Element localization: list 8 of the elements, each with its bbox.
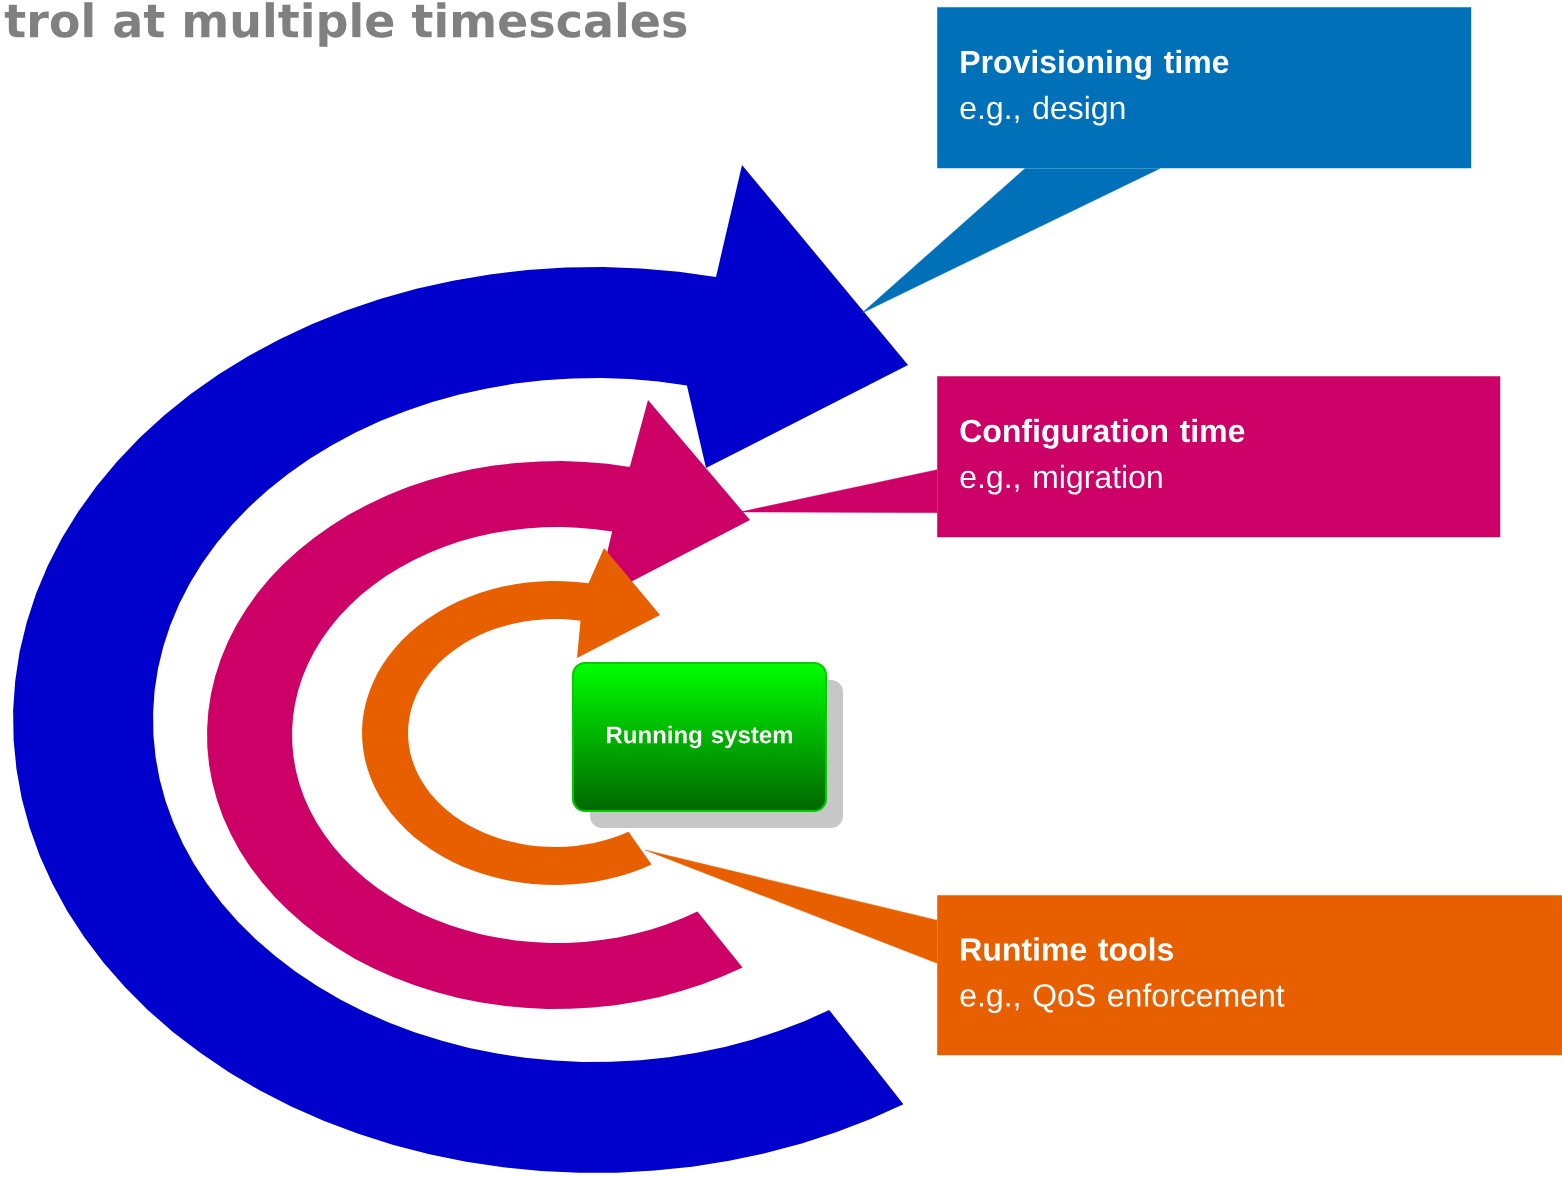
callout-box: Runtime tools e.g., QoS enforcement	[937, 895, 1562, 1056]
system-box: Running system	[572, 662, 843, 828]
leader-line	[644, 849, 938, 964]
callout-box: Provisioning time e.g., design	[937, 7, 1472, 169]
callout-box: Configuration time e.g., migration	[937, 376, 1501, 538]
curved-arrow	[13, 165, 908, 1173]
heading: trol at multiple timescales	[4, 2, 687, 47]
leader-line	[861, 168, 1161, 314]
